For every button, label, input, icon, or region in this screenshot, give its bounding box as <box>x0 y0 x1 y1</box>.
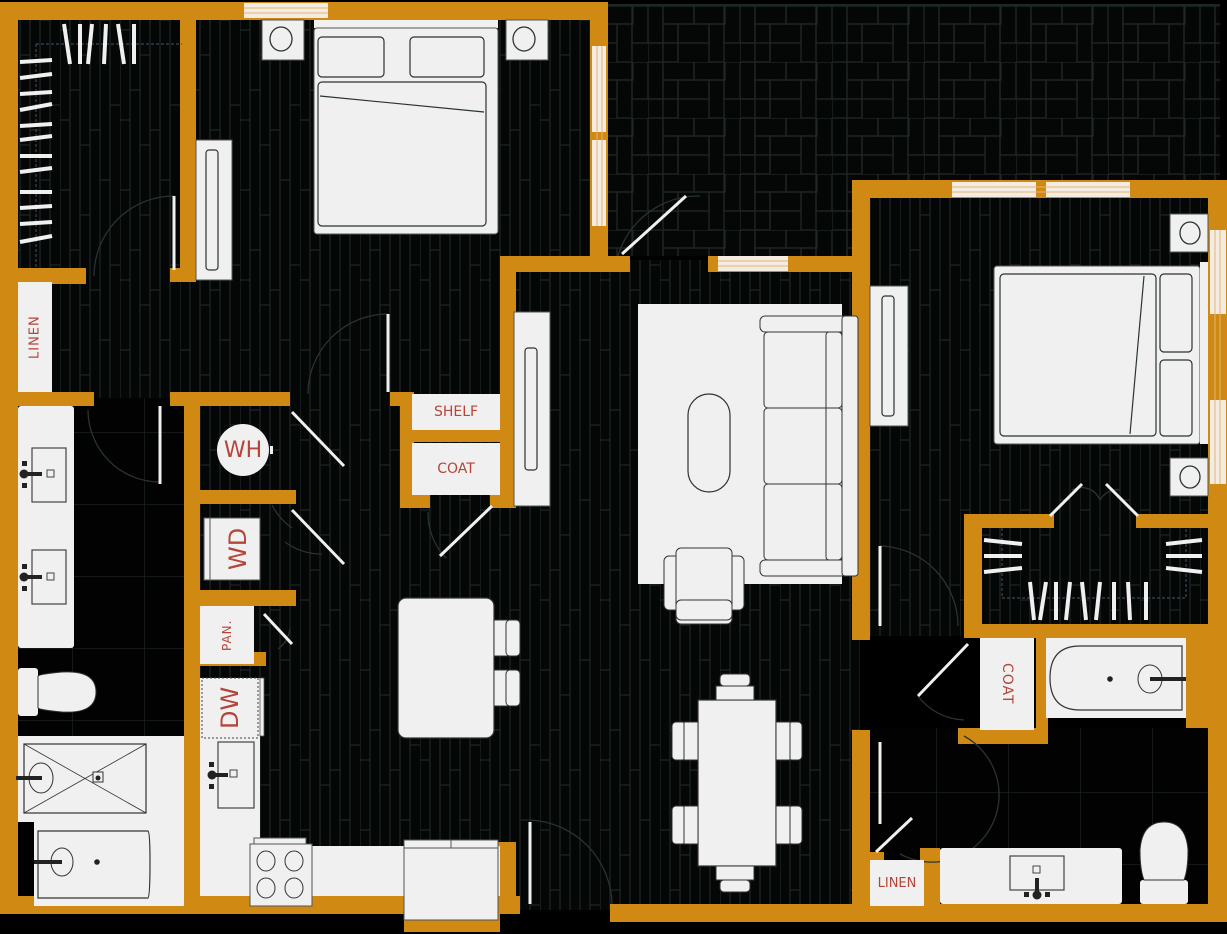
dishwasher <box>201 677 259 739</box>
label-coat-right: COAT <box>999 663 1015 705</box>
coat-closet-left <box>412 443 500 495</box>
bathtub-bath2 <box>1046 638 1186 718</box>
bedroom1-furniture <box>19 19 549 281</box>
door-swings <box>87 195 1121 905</box>
toilet-bath1 <box>18 668 97 716</box>
living-furniture <box>638 285 909 625</box>
bedroom2-furniture <box>983 213 1209 621</box>
kitchen-fixtures <box>200 597 521 921</box>
door-leaves <box>158 194 1140 904</box>
dining-table <box>697 699 777 867</box>
nightstand-bedroom2-top <box>1169 213 1209 253</box>
dining-furniture <box>671 673 803 893</box>
window-bedroom2-right <box>1210 230 1226 484</box>
dresser-bedroom1 <box>195 139 233 281</box>
nightstand-bedroom1-right <box>505 19 549 61</box>
armchair <box>663 547 745 625</box>
vanity-bath2 <box>940 848 1122 904</box>
sofa <box>759 315 859 577</box>
shower-bath1 <box>16 736 184 822</box>
label-linen-left: LINEN <box>27 315 43 359</box>
nightstand-bedroom2-bottom <box>1169 457 1209 497</box>
washer-dryer <box>203 517 261 581</box>
refrigerator <box>403 839 499 921</box>
kitchen-sink <box>207 741 255 809</box>
linen-closet-left <box>18 282 52 392</box>
stool <box>493 669 521 707</box>
bed-bedroom1 <box>314 20 498 28</box>
laundry-fixtures <box>203 424 273 581</box>
media-console-entry <box>513 311 551 507</box>
closet-hangers-bedroom2 <box>983 538 1203 621</box>
range <box>249 837 313 907</box>
label-shelf: SHELF <box>433 404 479 420</box>
label-pantry: PAN. <box>220 619 234 651</box>
water-heater <box>217 424 269 476</box>
bathroom2-fixtures <box>870 638 1189 906</box>
window-living <box>718 256 788 271</box>
sink-bath1-bottom <box>19 549 67 605</box>
bathtub-bath1 <box>34 822 184 906</box>
coffee-table <box>687 393 731 493</box>
coat-closet-right <box>980 638 1034 730</box>
vanity-bath1 <box>18 406 74 648</box>
label-dw: DW <box>216 686 244 730</box>
kitchen-island <box>397 597 521 739</box>
window-bedroom1-right <box>592 46 606 226</box>
stool <box>493 619 521 657</box>
windows <box>244 3 1226 484</box>
closet-hangers-bedroom1 <box>19 23 136 244</box>
window-bedroom1-top <box>244 3 328 18</box>
nightstand-bedroom1-left <box>261 19 305 61</box>
label-wd: WD <box>224 527 252 571</box>
shelf-closet <box>412 394 500 430</box>
bathroom1-fixtures <box>16 406 184 906</box>
label-linen-right: LINEN <box>877 875 917 891</box>
pantry <box>200 606 254 664</box>
toilet-bath2 <box>1139 821 1189 904</box>
window-bedroom2-top <box>952 182 1130 197</box>
label-wh: WH <box>223 437 263 463</box>
media-console-bedroom2 <box>869 285 909 427</box>
sink-bath1-top <box>19 447 67 503</box>
label-coat-left: COAT <box>437 461 475 477</box>
linen-closet-right <box>870 860 924 906</box>
